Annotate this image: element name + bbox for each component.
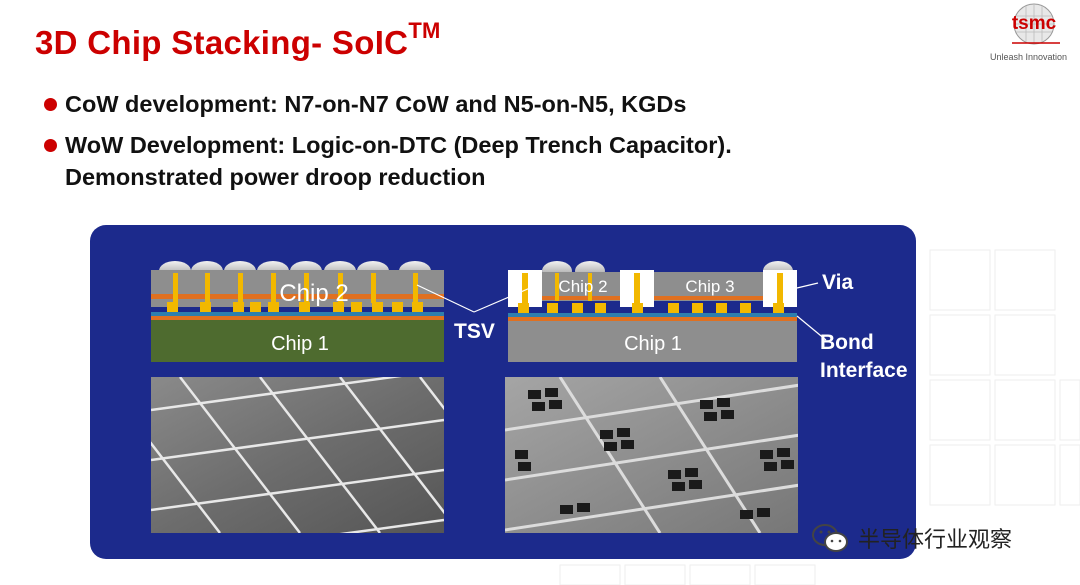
bullet-dot-icon <box>44 98 57 111</box>
watermark: 半导体行业观察 <box>810 520 1012 556</box>
bond-label-line2: Interface <box>820 359 908 382</box>
right-wafer-photo <box>505 377 798 533</box>
watermark-text: 半导体行业观察 <box>858 527 1013 552</box>
bond-label-line1: Bond <box>820 331 874 354</box>
bullet-text-continued: Demonstrated power droop reduction <box>65 164 486 190</box>
right-chip-1 <box>508 321 797 362</box>
bullet-text: CoW development: N7-on-N7 CoW and N5-on-… <box>65 91 687 117</box>
bullet-item: WoW Development: Logic-on-DTC (Deep Tren… <box>44 129 944 192</box>
bullet-item: CoW development: N7-on-N7 CoW and N5-on-… <box>44 88 944 121</box>
right-stack: Chip 2 Chip 3 Chip 1 <box>508 261 797 362</box>
left-chip-1 <box>151 320 444 362</box>
logo-text: tsmc <box>1012 13 1057 34</box>
left-stack: Chip 2 Chip 1 <box>151 261 444 362</box>
tsmc-logo: tsmc <box>1012 3 1060 45</box>
logo-tagline: Unleash Innovation <box>990 52 1068 62</box>
right-chip-1-label: Chip 1 <box>624 333 682 355</box>
right-chip-3-label: Chip 3 <box>685 277 734 296</box>
left-wafer-photo <box>151 377 444 533</box>
tsv-label: TSV <box>454 320 495 343</box>
left-chip-2 <box>151 270 444 307</box>
bullet-dot-icon <box>44 139 57 152</box>
slide-title: 3D Chip Stacking- SoICTM <box>35 18 441 61</box>
left-chip-2-label: Chip 2 <box>279 280 348 307</box>
right-chip-2-label: Chip 2 <box>558 277 607 296</box>
via-label: Via <box>822 271 854 294</box>
left-chip-1-label: Chip 1 <box>271 333 329 355</box>
wechat-icon <box>812 524 848 552</box>
callout-lines <box>416 282 827 341</box>
bullet-text: WoW Development: Logic-on-DTC (Deep Tren… <box>65 132 732 158</box>
bullet-list: CoW development: N7-on-N7 CoW and N5-on-… <box>44 88 944 200</box>
